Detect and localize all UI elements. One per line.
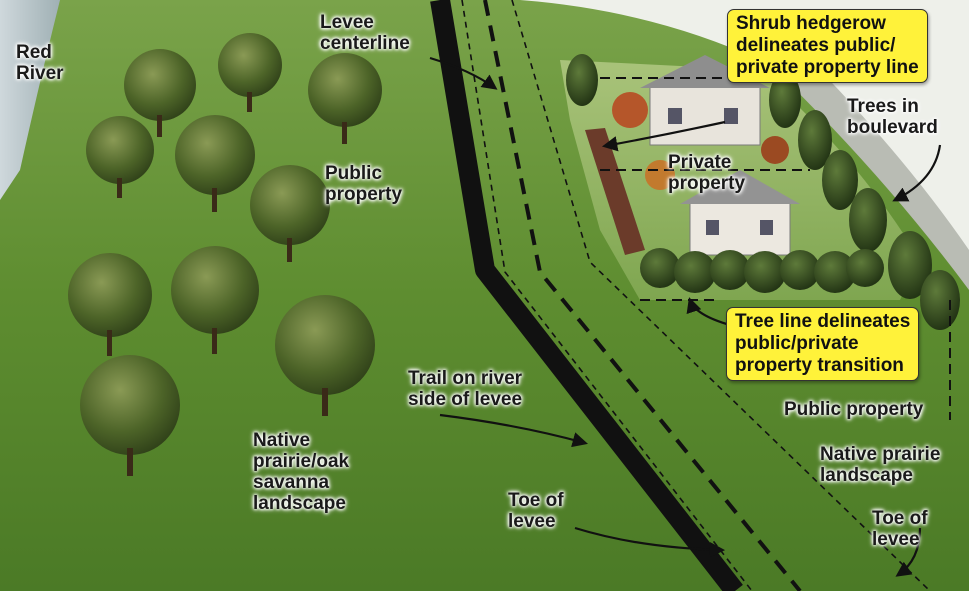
label-public-property-left: Public property <box>325 163 403 205</box>
oak-savanna-trees <box>68 33 382 476</box>
label-toe-of-levee-right: Toe of levee <box>872 508 928 550</box>
arrow-trees-in-boulevard <box>892 144 942 202</box>
label-red-river: Red River <box>16 42 64 84</box>
label-levee-centerline: Levee centerline <box>320 12 410 54</box>
trail-line <box>483 0 802 591</box>
autumn-tree <box>612 92 648 128</box>
boulevard-trees <box>566 54 960 330</box>
autumn-tree <box>761 136 789 164</box>
label-native-prairie-oak: Native prairie/oak savanna landscape <box>253 430 350 514</box>
label-public-property-right: Public property <box>784 399 924 420</box>
arrow-shrub-hedgerow <box>601 120 726 152</box>
transition-callout-line <box>640 299 951 420</box>
arrow-levee-centerline <box>429 56 498 90</box>
autumn-tree <box>645 160 675 190</box>
label-native-prairie-right: Native prairie landscape <box>820 444 941 486</box>
river-water <box>0 0 60 200</box>
label-trees-in-boulevard: Trees in boulevard <box>847 96 938 138</box>
label-trail: Trail on river side of levee <box>408 368 523 410</box>
house-lower <box>680 170 800 256</box>
levee-centerline <box>430 0 743 591</box>
callout-shrub-hedgerow: Shrub hedgerow delineates public/ privat… <box>727 9 928 83</box>
arrow-tree-line <box>686 297 731 327</box>
label-toe-of-levee-left: Toe of levee <box>508 490 564 532</box>
label-private-property: Private property <box>668 152 746 194</box>
toe-of-levee-line <box>511 0 931 591</box>
trail-edge-line <box>461 0 753 591</box>
arrow-toe-left <box>574 526 726 558</box>
arrow-trail <box>439 413 588 448</box>
arrow-toe-right <box>895 527 922 577</box>
callout-tree-line: Tree line delineates public/private prop… <box>726 307 920 381</box>
transition-tree-line <box>640 248 884 293</box>
shrub-hedgerow <box>585 128 645 255</box>
